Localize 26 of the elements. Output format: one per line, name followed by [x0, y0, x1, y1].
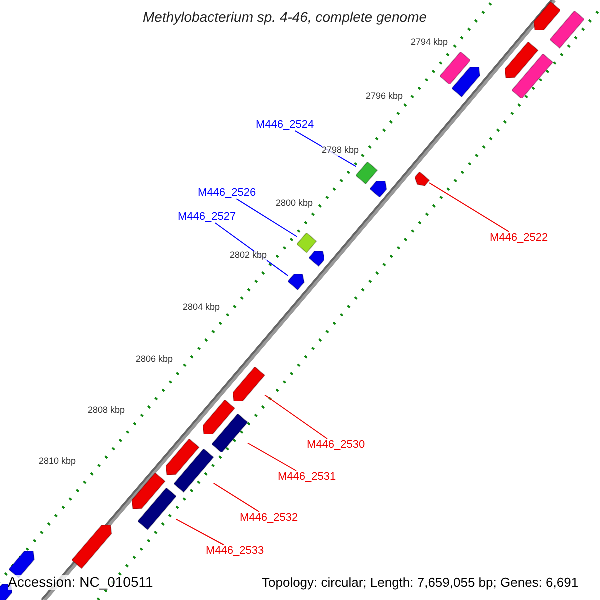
- scale-label: 2800 kbp: [276, 199, 314, 209]
- leader-line: [176, 518, 224, 546]
- gene-label: M446_2522: [490, 232, 548, 244]
- genome-info-text: Topology: circular; Length: 7,659,055 bp; Genes: 6,691: [262, 576, 579, 590]
- scale-label: 2794 kbp: [411, 38, 448, 48]
- scale-label: 2802 kbp: [230, 251, 268, 261]
- leader-line: [236, 198, 298, 238]
- scale-label: 2804 kbp: [183, 303, 220, 313]
- scale-label: 2808 kbp: [88, 406, 126, 416]
- gene-label: M446_2531: [278, 471, 336, 484]
- gene-label: M446_2530: [307, 439, 366, 452]
- map-title: Methylobacterium sp. 4-46, complete genome: [143, 10, 428, 26]
- scale-label: 2798 kbp: [322, 146, 360, 156]
- gene-label: M446_2527: [178, 211, 236, 224]
- leader-line: [213, 482, 260, 512]
- leader-line: [429, 182, 510, 232]
- scale-label: 2796 kbp: [366, 92, 404, 102]
- gene-label: M446_2524: [256, 119, 314, 132]
- scale-label: 2810 kbp: [39, 457, 76, 467]
- gene-label: M446_2526: [198, 187, 256, 200]
- leader-line: [247, 442, 297, 472]
- scale-label: 2806 kbp: [136, 355, 174, 365]
- gene-label: M446_2533: [206, 545, 264, 558]
- gene-label: M446_2532: [240, 512, 298, 524]
- leader-line: [264, 394, 328, 440]
- accession-text: Accession: NC_010511: [8, 575, 154, 590]
